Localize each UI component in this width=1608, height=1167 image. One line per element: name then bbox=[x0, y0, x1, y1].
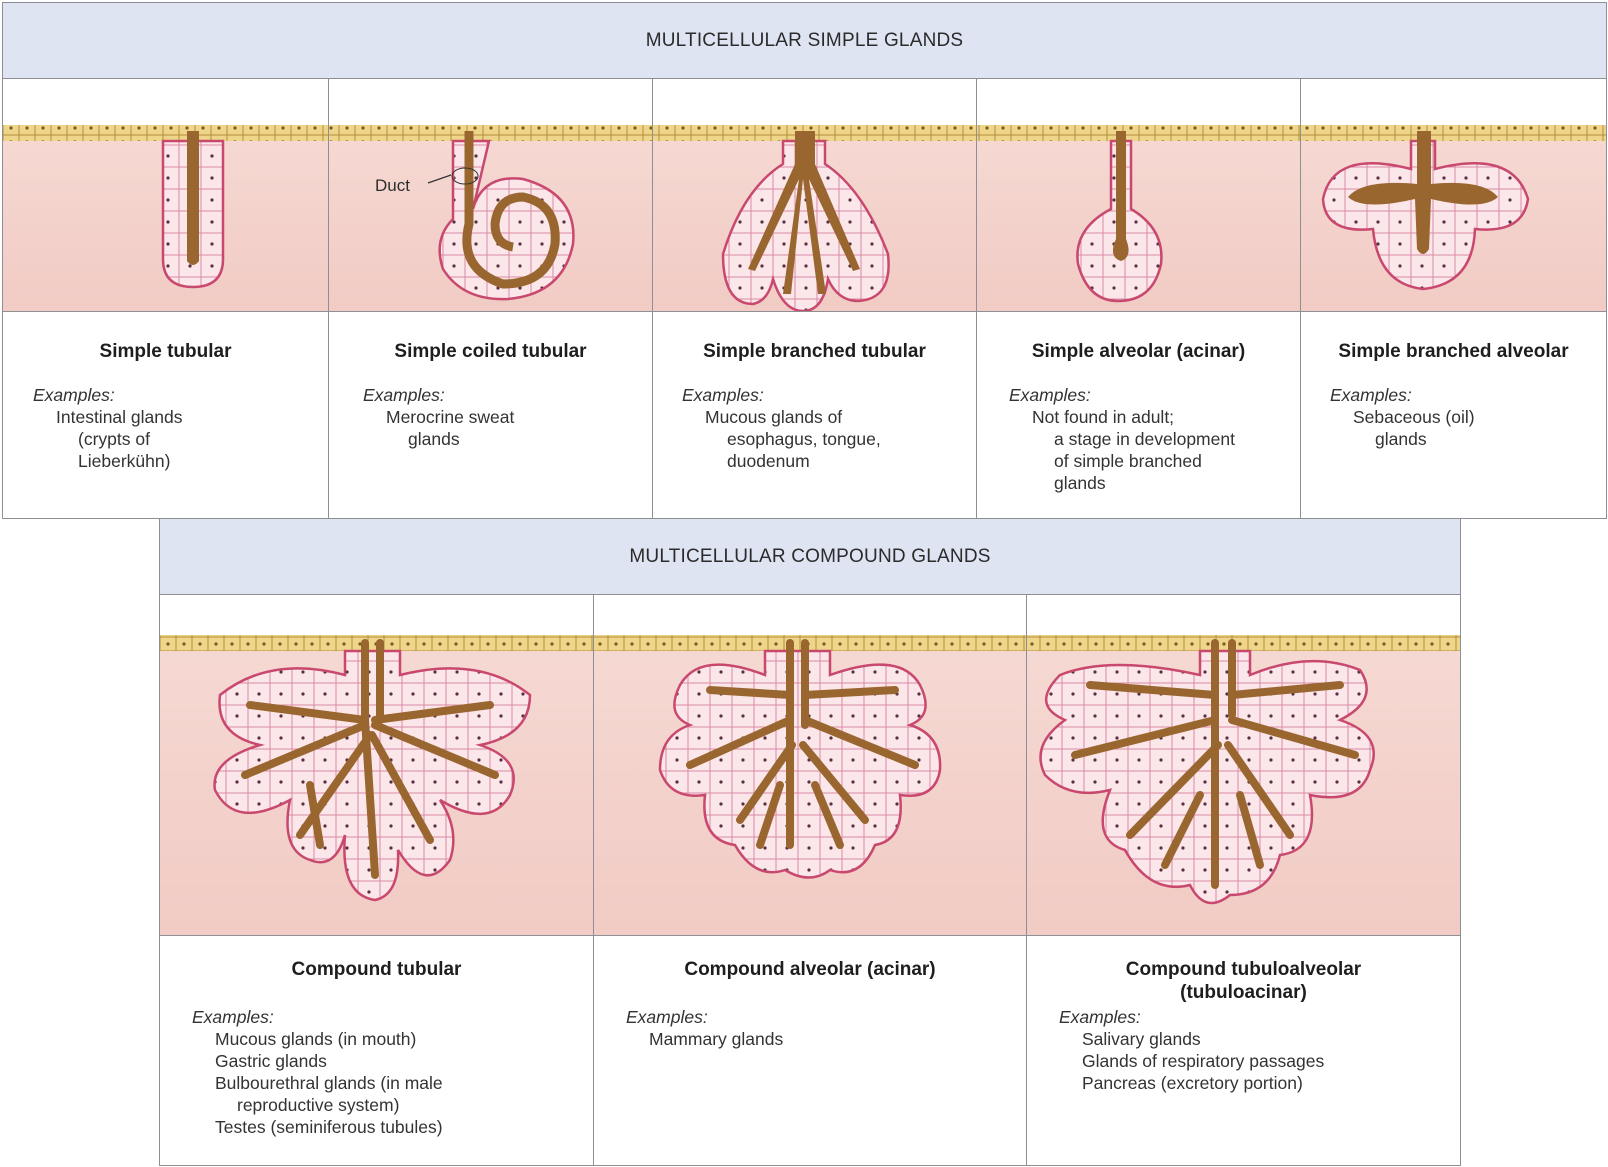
compound-tubuloalveolar-caption: Compound tubuloalveolar (tubuloacinar) E… bbox=[1027, 936, 1460, 1165]
examples-label: Examples: bbox=[33, 384, 182, 406]
gland-examples: Examples: Sebaceous (oil) glands bbox=[1330, 384, 1475, 450]
simple-coiled-tubular-caption: Simple coiled tubular Examples: Merocrin… bbox=[329, 312, 652, 520]
examples-label: Examples: bbox=[1059, 1006, 1324, 1028]
gland-examples: Examples: Not found in adult; a stage in… bbox=[1009, 384, 1235, 494]
example-line: Testes (seminiferous tubules) bbox=[192, 1116, 443, 1138]
example-line: of simple branched bbox=[1009, 450, 1235, 472]
examples-label: Examples: bbox=[192, 1006, 443, 1028]
simple-glands-header: MULTICELLULAR SIMPLE GLANDS bbox=[3, 3, 1606, 79]
gland-examples: Examples: Mammary glands bbox=[626, 1006, 783, 1050]
example-line: Merocrine sweat bbox=[363, 406, 514, 428]
gland-title: Simple branched tubular bbox=[653, 340, 976, 363]
gland-title: Compound tubuloalveolar bbox=[1027, 958, 1460, 981]
example-line: glands bbox=[1009, 472, 1235, 494]
example-line: Mucous glands (in mouth) bbox=[192, 1028, 443, 1050]
gland-title: Simple coiled tubular bbox=[329, 340, 652, 363]
gland-title: Simple alveolar (acinar) bbox=[977, 340, 1300, 363]
simple-glands-panel: MULTICELLULAR SIMPLE GLANDS bbox=[2, 2, 1607, 519]
examples-label: Examples: bbox=[682, 384, 881, 406]
simple-tubular-caption: Simple tubular Examples: Intestinal glan… bbox=[3, 312, 328, 520]
example-line: Bulbourethral glands (in male bbox=[192, 1072, 443, 1094]
example-line: esophagus, tongue, bbox=[682, 428, 881, 450]
compound-tubular-caption: Compound tubular Examples: Mucous glands… bbox=[160, 936, 593, 1165]
example-line: Sebaceous (oil) bbox=[1330, 406, 1475, 428]
example-line: (crypts of bbox=[33, 428, 182, 450]
example-line: duodenum bbox=[682, 450, 881, 472]
example-line: Gastric glands bbox=[192, 1050, 443, 1072]
example-line: Mammary glands bbox=[626, 1028, 783, 1050]
compound-glands-panel: MULTICELLULAR COMPOUND GLANDS bbox=[159, 518, 1461, 1166]
gland-title: Compound tubular bbox=[160, 958, 593, 981]
examples-label: Examples: bbox=[1009, 384, 1235, 406]
example-line: glands bbox=[1330, 428, 1475, 450]
duct-label: Duct bbox=[375, 176, 410, 196]
example-line: Salivary glands bbox=[1059, 1028, 1324, 1050]
examples-label: Examples: bbox=[626, 1006, 783, 1028]
simple-branched-tubular-caption: Simple branched tubular Examples: Mucous… bbox=[653, 312, 976, 520]
example-line: reproductive system) bbox=[192, 1094, 443, 1116]
gland-examples: Examples: Merocrine sweat glands bbox=[363, 384, 514, 450]
example-line: glands bbox=[363, 428, 514, 450]
examples-label: Examples: bbox=[363, 384, 514, 406]
gland-title: Simple branched alveolar bbox=[1301, 340, 1606, 363]
example-line: Not found in adult; bbox=[1009, 406, 1235, 428]
gland-examples: Examples: Salivary glands Glands of resp… bbox=[1059, 1006, 1324, 1094]
simple-glands-illustration bbox=[3, 79, 1606, 311]
compound-alveolar-caption: Compound alveolar (acinar) Examples: Mam… bbox=[594, 936, 1026, 1165]
gland-examples: Examples: Mucous glands (in mouth) Gastr… bbox=[192, 1006, 443, 1138]
simple-branched-alveolar-caption: Simple branched alveolar Examples: Sebac… bbox=[1301, 312, 1606, 520]
gland-examples: Examples: Mucous glands of esophagus, to… bbox=[682, 384, 881, 472]
example-line: Lieberkühn) bbox=[33, 450, 182, 472]
example-line: Pancreas (excretory portion) bbox=[1059, 1072, 1324, 1094]
example-line: Glands of respiratory passages bbox=[1059, 1050, 1324, 1072]
compound-glands-illustration bbox=[160, 595, 1460, 935]
simple-tubular-gland-drawing bbox=[163, 131, 223, 287]
gland-title: Simple tubular bbox=[3, 340, 328, 363]
example-line: Mucous glands of bbox=[682, 406, 881, 428]
example-line: a stage in development bbox=[1009, 428, 1235, 450]
example-line: Intestinal glands bbox=[33, 406, 182, 428]
compound-glands-header: MULTICELLULAR COMPOUND GLANDS bbox=[160, 519, 1460, 595]
gland-examples: Examples: Intestinal glands (crypts of L… bbox=[33, 384, 182, 472]
simple-alveolar-caption: Simple alveolar (acinar) Examples: Not f… bbox=[977, 312, 1300, 520]
gland-title-line2: (tubuloacinar) bbox=[1027, 981, 1460, 1004]
gland-title: Compound alveolar (acinar) bbox=[594, 958, 1026, 981]
examples-label: Examples: bbox=[1330, 384, 1475, 406]
